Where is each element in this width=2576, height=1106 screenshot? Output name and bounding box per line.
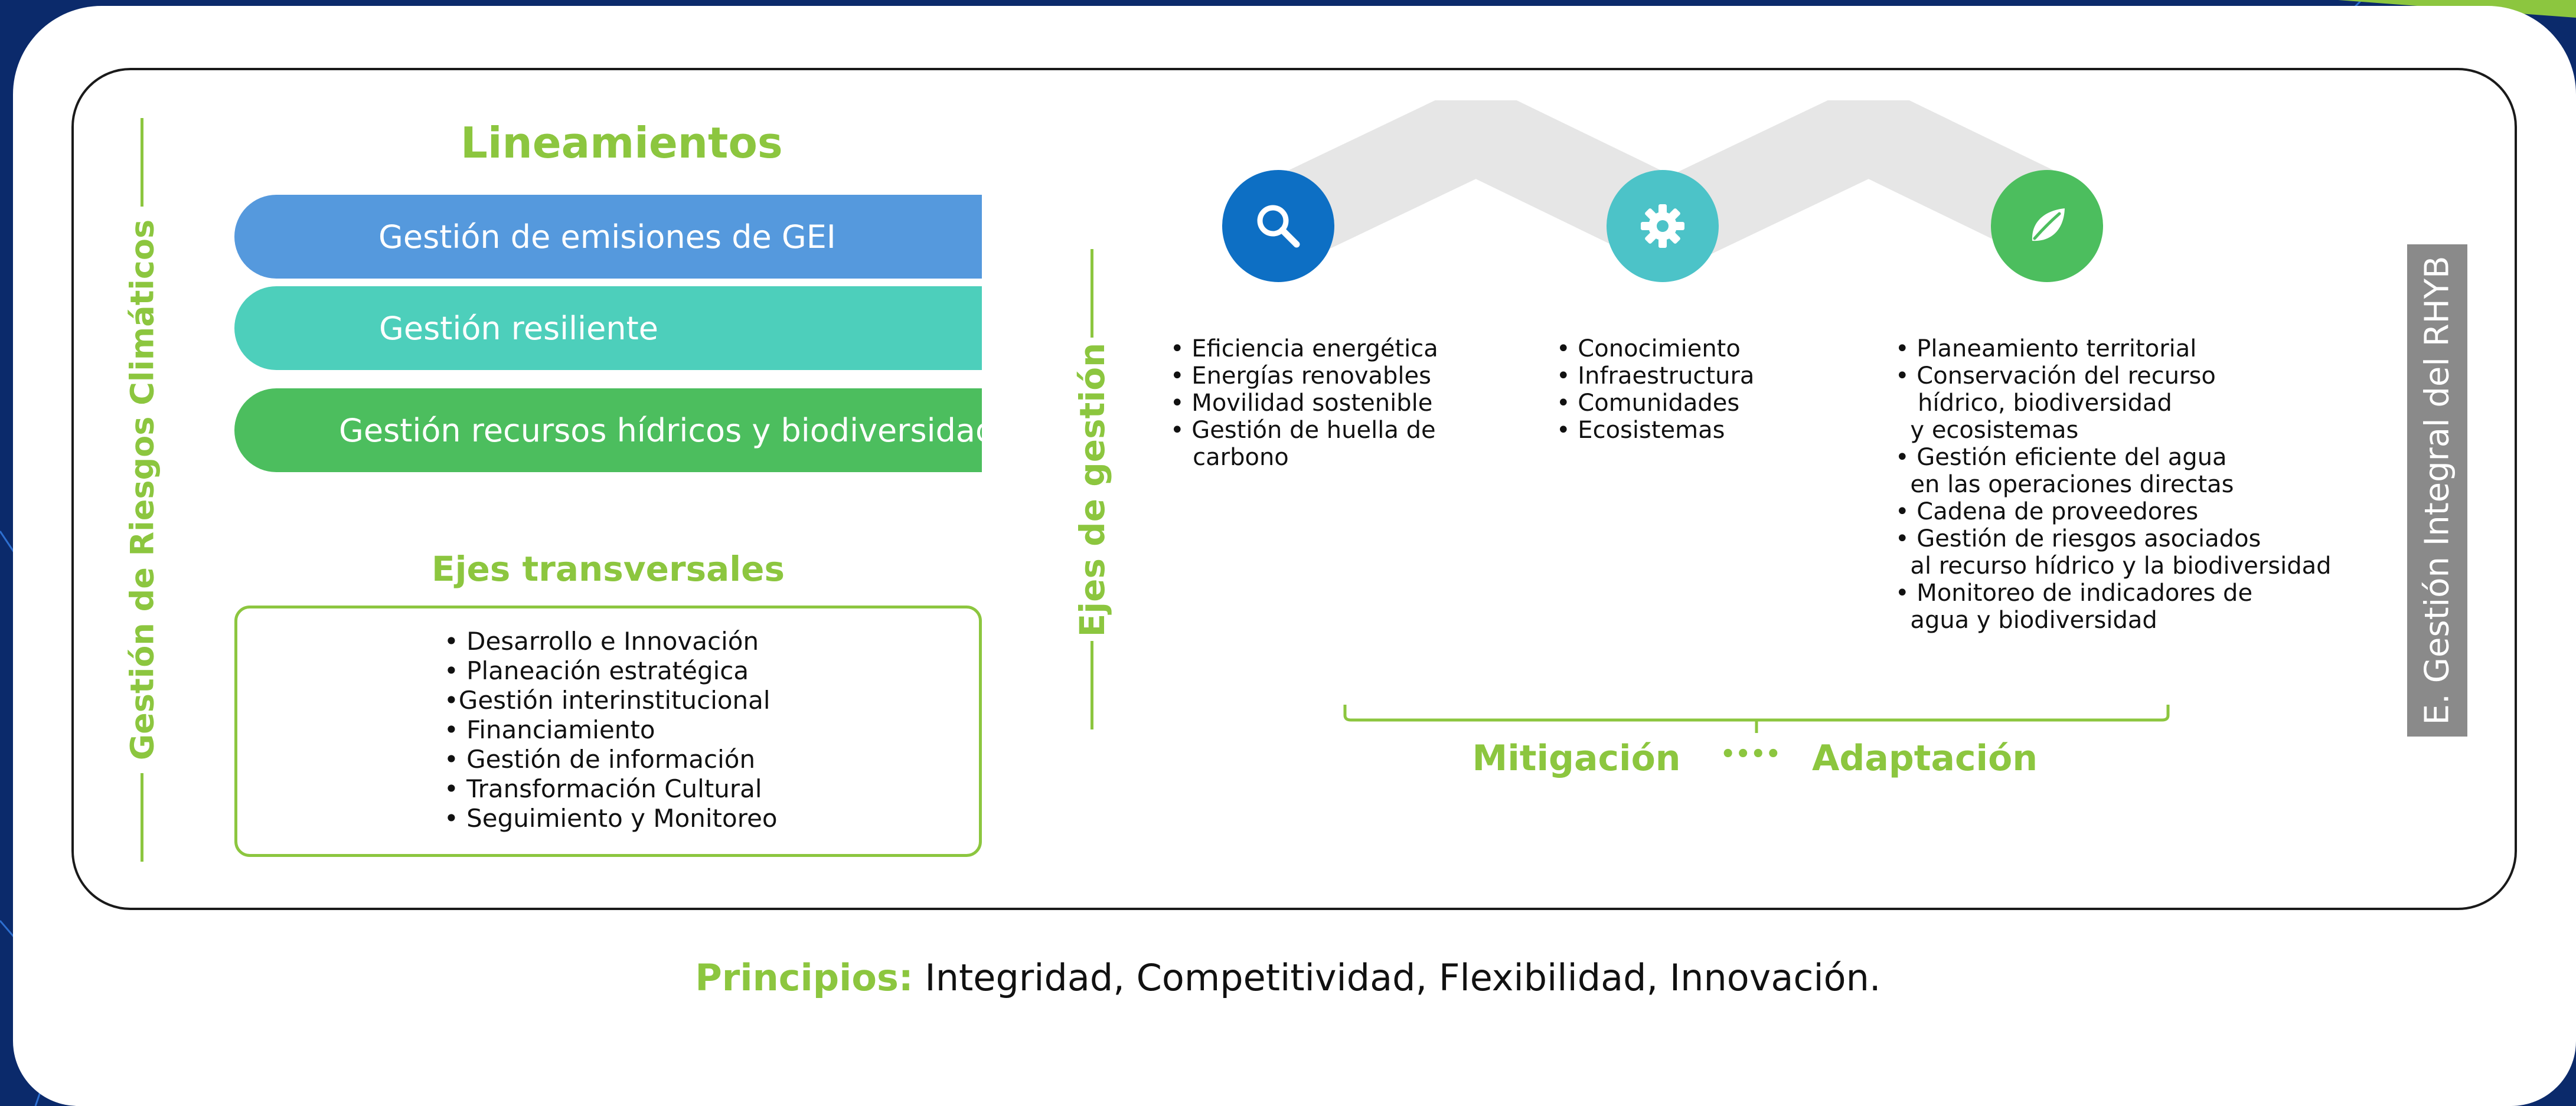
lineamiento-bar-resiliente: Gestión resiliente [234,286,982,370]
list-item: • Gestión de huella de [1170,417,1436,444]
list-item: • Cadena de proveedores [1895,498,2199,525]
right-band-label: E. Gestión Integral del RHYB [2418,256,2457,725]
list-item: • Planeamiento territorial [1895,335,2197,362]
mitigation-list: • Eficiencia energética • Energías renov… [1170,335,1438,471]
ejes-transversales-box [234,606,982,857]
adaptacion-label: Adaptación [1811,738,2038,779]
ejes-gestion-line-bottom [1091,641,1093,729]
left-title-line-top [141,118,143,207]
list-item: • Conservación del recurso [1895,362,2216,390]
list-item: • Gestión de información [444,745,756,774]
resilience-list: • Conocimiento • Infraestructura • Comun… [1556,335,1754,444]
left-title-line-bottom [141,773,143,862]
list-item: • Planeación estratégica [444,656,749,685]
list-item: • Gestión de riesgos asociados [1895,525,2261,552]
list-item: • Seguimiento y Monitoreo [444,804,778,833]
lineamiento-label: Gestión recursos hídricos y biodiversida… [339,411,996,449]
lineamiento-bar-hidricos: Gestión recursos hídricos y biodiversida… [234,388,995,472]
lineamiento-label: Gestión resiliente [379,309,659,347]
list-item: • Monitoreo de indicadores de [1895,580,2253,607]
right-band [2407,244,2467,737]
adaptation-list: • Planeamiento territorial • Conservació… [1895,335,2332,634]
ejes-gestion-title: Ejes de gestión [1072,342,1112,637]
lineamiento-bar-emisiones: Gestión de emisiones de GEI [234,195,982,279]
gear-icon [1641,204,1684,248]
bracket [1343,705,2170,733]
list-item: y ecosistemas [1895,417,2079,444]
diagram-frame [71,68,2517,910]
ejes-gestion-line-top [1091,249,1093,338]
list-item: agua y biodiversidad [1895,607,2157,634]
footer-text: Integridad, Competitividad, Flexibilidad… [913,956,1881,999]
left-axis-title: Gestión de Riesgos Climáticos [123,219,161,761]
search-icon [1257,205,1300,248]
list-item: • Desarrollo e Innovación [444,627,759,656]
mitigacion-label: Mitigación [1472,738,1681,779]
resilience-circle [1607,170,1719,282]
list-item: • Energías renovables [1170,362,1431,390]
list-item: al recurso hídrico y la biodiversidad [1895,552,2332,580]
lineamientos-title: Lineamientos [461,118,783,168]
ejes-transversales-title: Ejes transversales [432,549,785,589]
footer-label: Principios: [695,956,913,999]
list-item: • Financiamiento [444,715,655,744]
lineamiento-label: Gestión de emisiones de GEI [378,218,836,256]
leaf-icon [2032,208,2065,241]
list-item: • Gestión eficiente del agua [1895,444,2227,471]
ejes-transversales-list: • Desarrollo e Innovación • Planeación e… [444,627,778,833]
list-item: hídrico, biodiversidad [1895,390,2172,417]
list-item: en las operaciones directas [1895,471,2234,498]
list-item: • Conocimiento [1556,335,1741,362]
connector-dots: •••• [1720,741,1781,768]
list-item: • Ecosistemas [1556,417,1725,444]
mitigation-circle [1222,170,1334,282]
footer-principios: Principios: Integridad, Competitividad, … [0,956,2576,999]
list-item: •Gestión interinstitucional [444,686,770,715]
adaptation-circle [1991,170,2103,282]
list-item: carbono [1170,444,1289,471]
list-item: • Movilidad sostenible [1170,390,1433,417]
list-item: • Comunidades [1556,390,1740,417]
list-item: • Transformación Cultural [444,774,762,803]
list-item: • Infraestructura [1556,362,1755,390]
list-item: • Eficiencia energética [1170,335,1438,362]
